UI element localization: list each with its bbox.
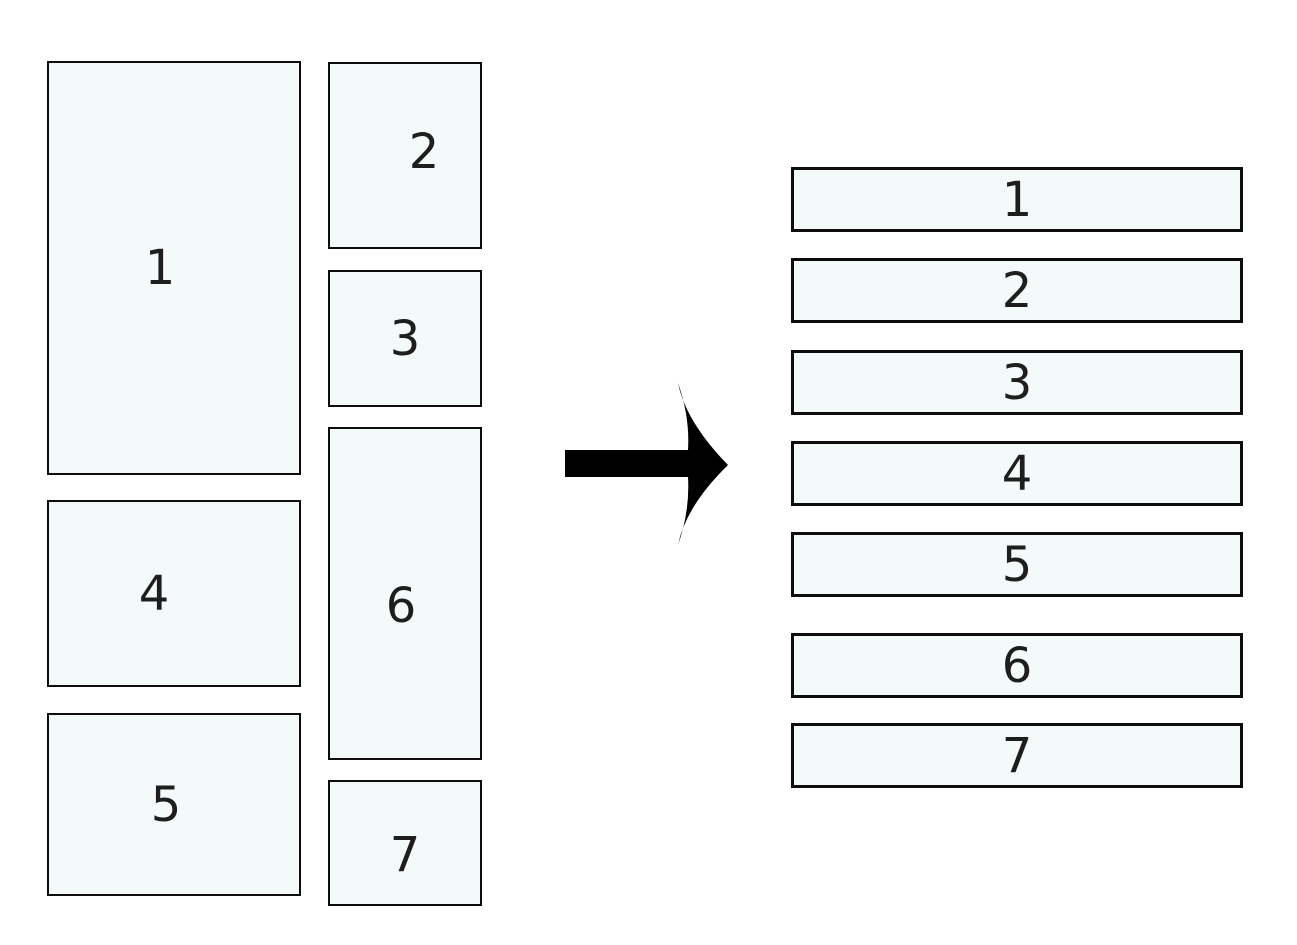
list-item-4-label: 4 <box>1001 445 1033 502</box>
list-item-4: 4 <box>791 441 1243 506</box>
list-item-6: 6 <box>791 633 1243 698</box>
layout-box-3: 3 <box>328 270 482 407</box>
list-item-2: 2 <box>791 258 1243 323</box>
list-item-7-label: 7 <box>1001 727 1033 784</box>
right-arrow-shape <box>565 383 728 545</box>
right-arrow-icon <box>565 383 728 545</box>
layout-box-5-label: 5 <box>150 776 182 833</box>
layout-box-1-label: 1 <box>144 240 176 296</box>
list-item-2-label: 2 <box>1001 262 1033 319</box>
layout-box-3-label: 3 <box>389 310 421 367</box>
list-item-1: 1 <box>791 167 1243 232</box>
layout-box-6: 6 <box>328 427 482 760</box>
layout-box-2: 2 <box>328 62 482 249</box>
list-item-3-label: 3 <box>1001 354 1033 411</box>
layout-box-1: 1 <box>47 61 301 475</box>
list-item-3: 3 <box>791 350 1243 415</box>
layout-box-5: 5 <box>47 713 301 896</box>
list-item-5-label: 5 <box>1001 536 1033 593</box>
layout-box-6-label: 6 <box>385 577 417 634</box>
layout-box-4-label: 4 <box>138 565 170 622</box>
layout-box-7: 7 <box>328 780 482 906</box>
list-item-5: 5 <box>791 532 1243 597</box>
list-item-7: 7 <box>791 723 1243 788</box>
list-item-6-label: 6 <box>1001 637 1033 694</box>
layout-box-7-label: 7 <box>389 827 421 883</box>
list-item-1-label: 1 <box>1001 171 1033 228</box>
layout-box-4: 4 <box>47 500 301 687</box>
layout-box-2-label: 2 <box>408 123 440 180</box>
